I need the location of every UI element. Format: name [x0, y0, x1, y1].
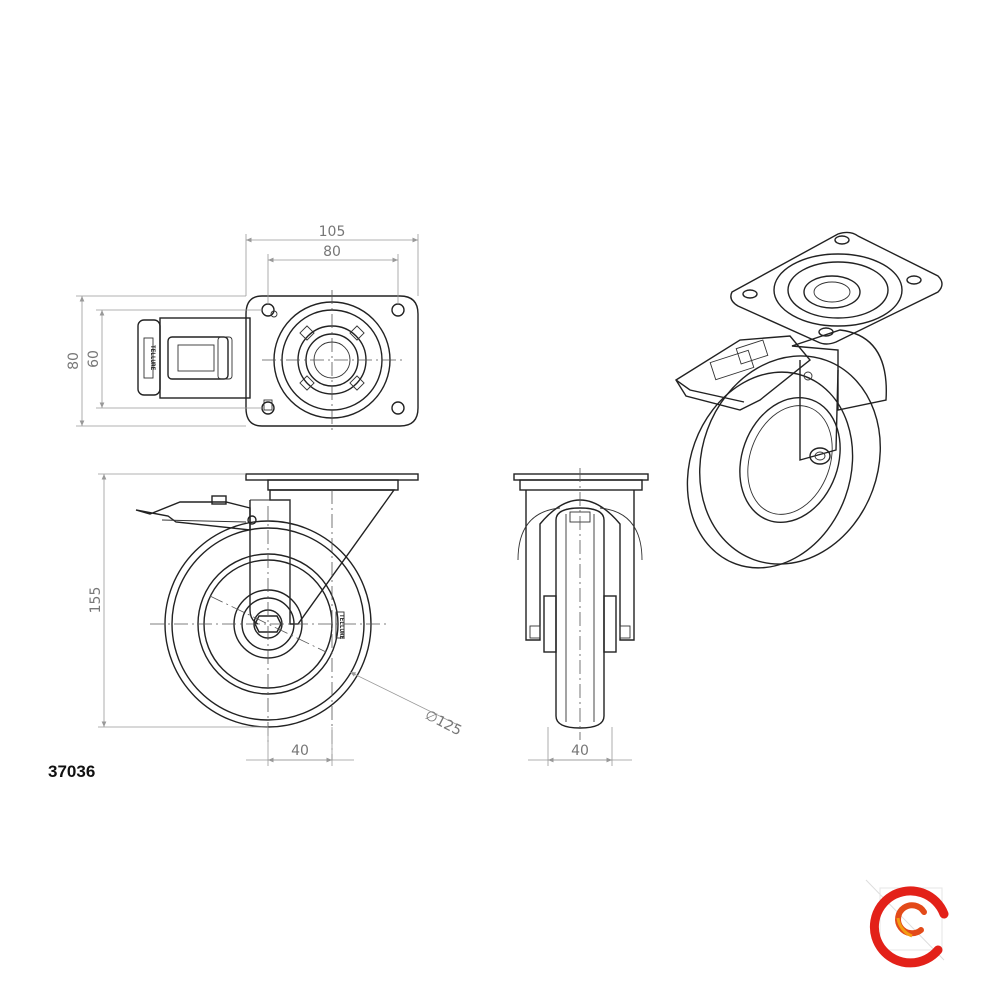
dim-bolt-spacing-x: 80 [323, 244, 341, 260]
front-view [513, 468, 649, 740]
isometric-view [675, 231, 943, 569]
company-logo-icon [865, 879, 949, 968]
top-view: TELLURE [137, 290, 419, 430]
front-dimensions: 40 [528, 727, 632, 766]
dim-wheel-diameter: ∅125 [422, 707, 464, 739]
brand-mark-top: TELLURE [149, 345, 156, 371]
dim-bolt-spacing-y: 60 [86, 350, 102, 368]
top-dimensions: 105 80 80 60 [66, 224, 419, 427]
dim-wheel-width: 40 [571, 743, 589, 759]
side-dimensions: 155 40 ∅125 [88, 473, 464, 766]
brand-mark-side: TELLURE [338, 614, 345, 640]
part-number: 37036 [48, 762, 96, 781]
dim-plate-width: 105 [319, 224, 346, 240]
dim-height: 155 [88, 587, 104, 614]
side-view: TELLURE [135, 473, 419, 760]
dim-offset: 40 [291, 743, 309, 759]
dim-plate-length: 80 [66, 352, 82, 370]
